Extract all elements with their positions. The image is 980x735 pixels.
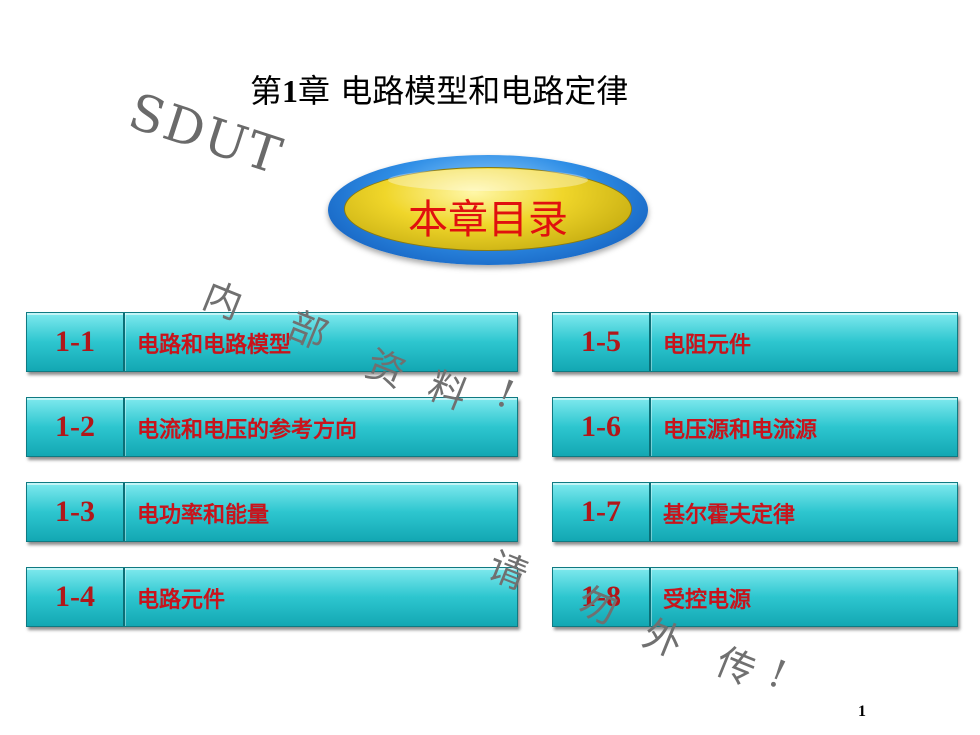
section-label: 电路和电路模型: [137, 333, 292, 358]
section-number: 1-7: [553, 483, 651, 541]
section-number: 1-2: [27, 398, 125, 456]
badge-label: 本章目录: [408, 197, 568, 243]
section-link-1-7[interactable]: 1-7 基尔霍夫定律: [552, 482, 958, 542]
section-link-1-3[interactable]: 1-3 电功率和能量: [26, 482, 518, 542]
section-link-1-5[interactable]: 1-5 电阻元件: [552, 312, 958, 372]
section-number: 1-1: [27, 313, 125, 371]
chapter-contents-badge[interactable]: 本章目录: [328, 155, 648, 265]
page-number: 1: [858, 703, 866, 720]
section-link-1-6[interactable]: 1-6 电压源和电流源: [552, 397, 958, 457]
section-label: 电路元件: [137, 588, 226, 613]
section-number: 1-3: [27, 483, 125, 541]
section-label: 电流和电压的参考方向: [137, 418, 358, 443]
section-number: 1-6: [553, 398, 651, 456]
watermark-char: !: [762, 650, 793, 698]
section-number: 1-8: [553, 568, 651, 626]
slide-title: 第1章 电路模型和电路定律: [250, 72, 629, 110]
section-link-1-8[interactable]: 1-8 受控电源: [552, 567, 958, 627]
section-label: 电压源和电流源: [663, 418, 818, 443]
section-link-1-1[interactable]: 1-1 电路和电路模型: [26, 312, 518, 372]
section-label: 电阻元件: [663, 333, 752, 358]
section-link-1-4[interactable]: 1-4 电路元件: [26, 567, 518, 627]
section-label: 受控电源: [663, 588, 752, 613]
section-link-1-2[interactable]: 1-2 电流和电压的参考方向: [26, 397, 518, 457]
watermark-char: 传: [709, 639, 762, 695]
section-number: 1-4: [27, 568, 125, 626]
section-label: 电功率和能量: [137, 503, 270, 528]
section-number: 1-5: [553, 313, 651, 371]
section-label: 基尔霍夫定律: [663, 503, 796, 528]
